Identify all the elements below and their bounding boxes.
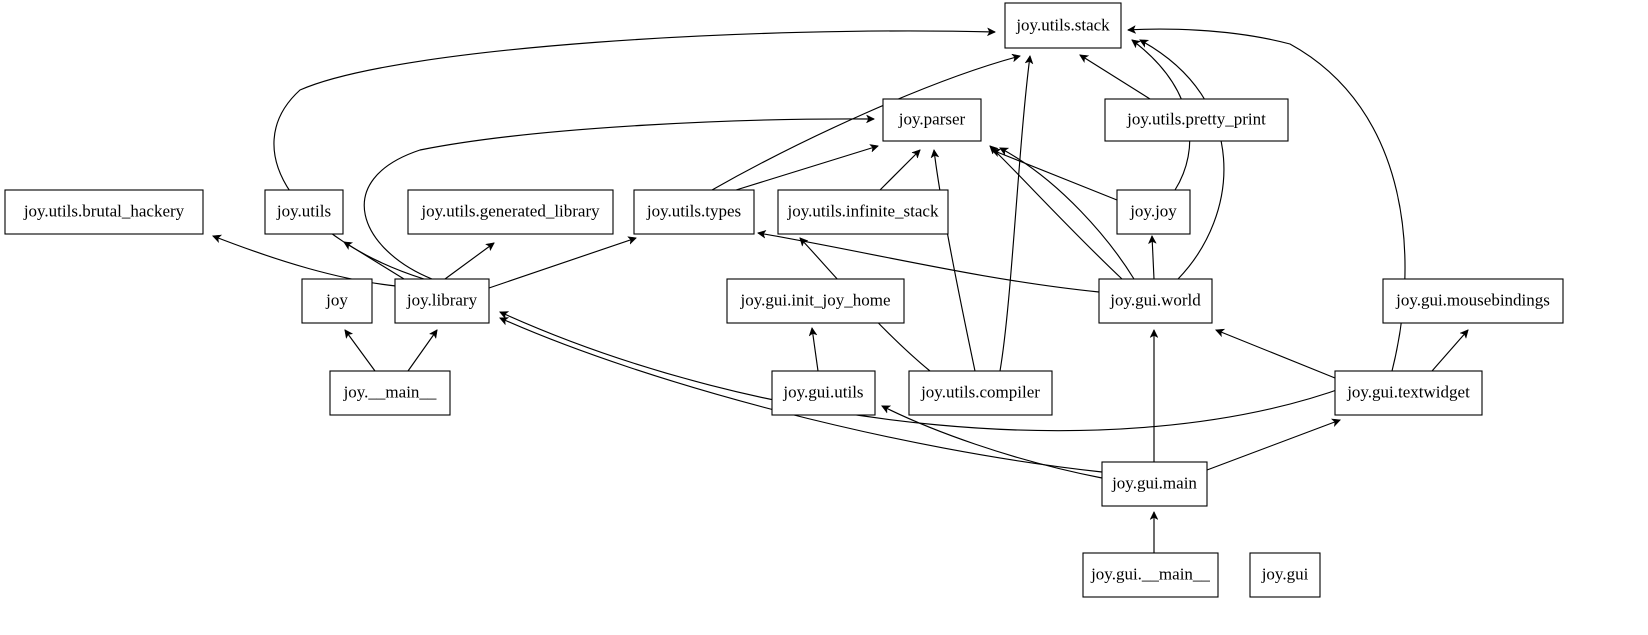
node-joy-utils-types[interactable]: joy.utils.types [633, 189, 755, 235]
node-box-joy-utils-pretty-print[interactable] [1104, 98, 1289, 142]
node-label-joy-gui-mousebindings: joy.gui.mousebindings [1395, 290, 1550, 309]
node-box-joy-gui-utils[interactable] [771, 370, 876, 416]
edge-guimain-to-textwidget [1206, 420, 1340, 471]
node-label-joy-library: joy.library [406, 290, 478, 309]
node-label-joy-gui-main: joy.gui.main [1111, 473, 1197, 492]
node-label-joy-gui-utils: joy.gui.utils [782, 382, 863, 401]
edge-library-to-types [488, 238, 636, 289]
node-label-joy-joy: joy.joy [1129, 201, 1177, 220]
node-label-joy-main-module: joy.__main__ [343, 382, 437, 401]
node-box-joy-utils-types[interactable] [633, 189, 755, 235]
node-joy-utils-generated-library[interactable]: joy.utils.generated_library [407, 189, 614, 235]
edge-joymain-to-joy [345, 330, 376, 372]
node-joy[interactable]: joy [301, 278, 373, 324]
node-label-joy-utils-stack: joy.utils.stack [1015, 15, 1110, 34]
node-joy-utils-infinite-stack[interactable]: joy.utils.infinite_stack [777, 189, 949, 235]
node-label-joy-utils-infinite-stack: joy.utils.infinite_stack [787, 201, 939, 220]
node-layer: joy.utils.stack joy.parser joy.utils.pre… [4, 2, 1564, 598]
node-label-joy-gui-world: joy.gui.world [1109, 290, 1201, 309]
edge-world-to-parser [990, 146, 1123, 280]
node-joy-gui-main[interactable]: joy.gui.main [1101, 461, 1208, 507]
node-joy-utils-pretty-print[interactable]: joy.utils.pretty_print [1104, 98, 1289, 142]
edge-world-to-pretty-print [1000, 147, 1135, 280]
node-box-joy-utils-stack[interactable] [1004, 2, 1122, 49]
node-joy-parser[interactable]: joy.parser [882, 98, 982, 142]
node-box-joy-utils-brutal-hackery[interactable] [4, 189, 204, 235]
node-box-joy-gui-mousebindings[interactable] [1382, 278, 1564, 324]
node-label-joy-utils-brutal-hackery: joy.utils.brutal_hackery [23, 201, 185, 220]
edge-guimain-to-guiutils [882, 405, 1103, 479]
edge-pretty-print-to-stack [1080, 55, 1151, 100]
edge-infinite-stack-to-parser [879, 150, 920, 191]
edge-textwidget-to-library [500, 312, 1349, 432]
edge-library-to-parser [363, 119, 874, 280]
node-box-joy-gui-main[interactable] [1101, 461, 1208, 507]
node-joy-joy[interactable]: joy.joy [1116, 189, 1191, 235]
edge-types-to-parser [735, 146, 878, 191]
node-label-joy-utils-compiler: joy.utils.compiler [920, 382, 1040, 401]
node-box-joy-parser[interactable] [882, 98, 982, 142]
edge-guiutils-to-init-joy-home [812, 328, 819, 372]
node-box-joy-main-module[interactable] [329, 370, 451, 416]
node-label-joy-utils-pretty-print: joy.utils.pretty_print [1126, 109, 1266, 128]
node-box-joy-utils-infinite-stack[interactable] [777, 189, 949, 235]
node-label-joy-gui-main-module: joy.gui.__main__ [1090, 564, 1210, 583]
edge-compiler-to-parser [934, 150, 976, 372]
node-joy-gui-mousebindings[interactable]: joy.gui.mousebindings [1382, 278, 1564, 324]
node-joy-utils[interactable]: joy.utils [264, 189, 344, 235]
node-box-joy-gui-main-module[interactable] [1082, 552, 1219, 598]
edge-library-to-generated-library [444, 243, 494, 280]
node-box-joy-utils[interactable] [264, 189, 344, 235]
node-box-joy-gui-world[interactable] [1098, 278, 1213, 324]
node-label-joy: joy [325, 290, 348, 309]
node-box-joy-gui[interactable] [1249, 552, 1321, 598]
node-joy-utils-brutal-hackery[interactable]: joy.utils.brutal_hackery [4, 189, 204, 235]
node-joy-main-module[interactable]: joy.__main__ [329, 370, 451, 416]
node-box-joy-utils-compiler[interactable] [908, 370, 1053, 416]
edge-types-to-stack [711, 56, 1020, 191]
node-joy-gui-init-joy-home[interactable]: joy.gui.init_joy_home [726, 278, 905, 324]
edge-world-to-types [758, 233, 1100, 293]
node-joy-library[interactable]: joy.library [394, 278, 490, 324]
node-joy-gui-world[interactable]: joy.gui.world [1098, 278, 1213, 324]
node-box-joy-joy[interactable] [1116, 189, 1191, 235]
node-joy-gui-textwidget[interactable]: joy.gui.textwidget [1334, 370, 1483, 416]
node-label-joy-utils-types: joy.utils.types [646, 201, 741, 220]
node-label-joy-gui-textwidget: joy.gui.textwidget [1346, 382, 1470, 401]
node-label-joy-utils: joy.utils [276, 201, 331, 220]
node-joy-gui[interactable]: joy.gui [1249, 552, 1321, 598]
edge-library-to-brutal-hackery [213, 236, 397, 287]
edge-world-to-stack [1140, 39, 1225, 280]
edge-joymain-to-library [407, 330, 437, 372]
node-joy-utils-compiler[interactable]: joy.utils.compiler [908, 370, 1053, 416]
node-box-joy-gui-textwidget[interactable] [1334, 370, 1483, 416]
node-box-joy-utils-generated-library[interactable] [407, 189, 614, 235]
edge-compiler-to-stack [999, 56, 1030, 372]
node-label-joy-gui: joy.gui [1261, 564, 1309, 583]
node-joy-gui-utils[interactable]: joy.gui.utils [771, 370, 876, 416]
node-joy-gui-main-module[interactable]: joy.gui.__main__ [1082, 552, 1219, 598]
edge-library-to-utils [344, 242, 405, 280]
node-box-joy-gui-init-joy-home[interactable] [726, 278, 905, 324]
edge-textwidget-to-mousebindings [1431, 330, 1468, 372]
edge-textwidget-to-world [1216, 330, 1336, 379]
node-label-joy-gui-init-joy-home: joy.gui.init_joy_home [739, 290, 890, 309]
node-box-joy-library[interactable] [394, 278, 490, 324]
node-joy-utils-stack[interactable]: joy.utils.stack [1004, 2, 1122, 49]
node-label-joy-utils-generated-library: joy.utils.generated_library [420, 201, 600, 220]
edge-library-to-stack [273, 31, 995, 280]
node-label-joy-parser: joy.parser [898, 109, 966, 128]
edge-joyjoy-to-parser [992, 150, 1118, 201]
edge-world-to-joyjoy [1152, 236, 1154, 280]
node-box-joy[interactable] [301, 278, 373, 324]
